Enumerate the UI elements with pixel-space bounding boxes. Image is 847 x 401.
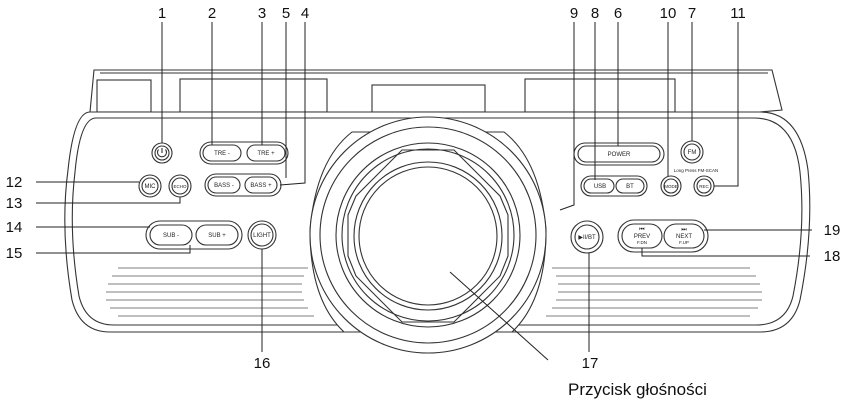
- power-standby-button[interactable]: [151, 142, 173, 164]
- next-icon: ⏭: [681, 227, 687, 233]
- callout-6: 6: [614, 5, 622, 22]
- next-label: NEXT: [676, 234, 692, 240]
- callout-14: 14: [6, 219, 23, 236]
- prev-next-buttons[interactable]: ⏮ PREV F.DN ⏭ NEXT F.UP: [617, 219, 709, 253]
- usb-label: USB: [594, 184, 606, 190]
- fm-label: FM: [688, 150, 697, 156]
- play-pause-label: ▶II/BT: [578, 235, 596, 241]
- sub-buttons[interactable]: SUB - SUB +: [145, 220, 243, 250]
- usb-bt-buttons[interactable]: USB BT: [580, 175, 648, 197]
- tre-plus-label: TRE +: [257, 151, 275, 157]
- callout-5: 5: [282, 5, 290, 22]
- callout-3: 3: [258, 5, 266, 22]
- prev-label: PREV: [634, 234, 650, 240]
- record-label: REC: [699, 184, 709, 189]
- mode-label: MODE: [664, 184, 678, 189]
- bt-label: BT: [626, 184, 634, 190]
- echo-button[interactable]: ECHO: [168, 174, 192, 198]
- volume-knob-caption: Przycisk głośności: [568, 380, 707, 399]
- callout-18: 18: [824, 248, 841, 265]
- bass-minus-label: BASS -: [214, 183, 234, 189]
- left-speaker-grill: [106, 267, 314, 317]
- echo-label: ECHO: [173, 184, 187, 189]
- mode-button[interactable]: MODE: [660, 175, 682, 197]
- prev-icon: ⏮: [639, 227, 645, 233]
- callout-11: 11: [730, 5, 746, 22]
- treble-buttons[interactable]: TRE - TRE +: [199, 141, 289, 165]
- prev-sub-label: F.DN: [637, 240, 647, 245]
- bass-plus-label: BASS +: [250, 183, 272, 189]
- right-speaker-grill: [546, 267, 762, 317]
- callout-12: 12: [6, 174, 23, 191]
- light-label: LIGHT: [253, 233, 271, 239]
- sub-minus-label: SUB -: [163, 233, 179, 239]
- leader-lines: [36, 22, 812, 361]
- mic-button[interactable]: MIC: [138, 174, 162, 198]
- power-button[interactable]: POWER: [573, 142, 665, 166]
- next-sub-label: F.UP: [679, 240, 689, 245]
- play-pause-button[interactable]: ▶II/BT: [570, 220, 604, 254]
- callout-2: 2: [208, 5, 216, 22]
- long-press-fm-scan-label: Long Press FM-SCAN: [674, 168, 719, 173]
- bass-buttons[interactable]: BASS - BASS +: [204, 173, 282, 197]
- callout-8: 8: [591, 5, 599, 22]
- callout-19: 19: [824, 222, 841, 239]
- callout-16: 16: [254, 355, 271, 372]
- callout-17: 17: [582, 355, 599, 372]
- light-button[interactable]: LIGHT: [247, 220, 277, 250]
- fm-button[interactable]: FM: [680, 140, 704, 164]
- callout-15: 15: [6, 245, 23, 262]
- callout-10: 10: [660, 5, 677, 22]
- callout-4: 4: [301, 5, 309, 22]
- tre-minus-label: TRE -: [214, 151, 230, 157]
- sub-plus-label: SUB +: [208, 233, 226, 239]
- record-button[interactable]: REC: [693, 175, 715, 197]
- callout-9: 9: [570, 5, 578, 22]
- callout-7: 7: [688, 5, 696, 22]
- mic-label: MIC: [145, 184, 157, 190]
- callout-1: 1: [158, 5, 166, 22]
- callout-13: 13: [6, 195, 23, 212]
- power-label: POWER: [608, 152, 631, 158]
- volume-knob[interactable]: [309, 116, 547, 354]
- callout-numbers: 1 2 3 5 4 9 8 6 10 7 11 12 13 14 15 16 1…: [6, 5, 841, 372]
